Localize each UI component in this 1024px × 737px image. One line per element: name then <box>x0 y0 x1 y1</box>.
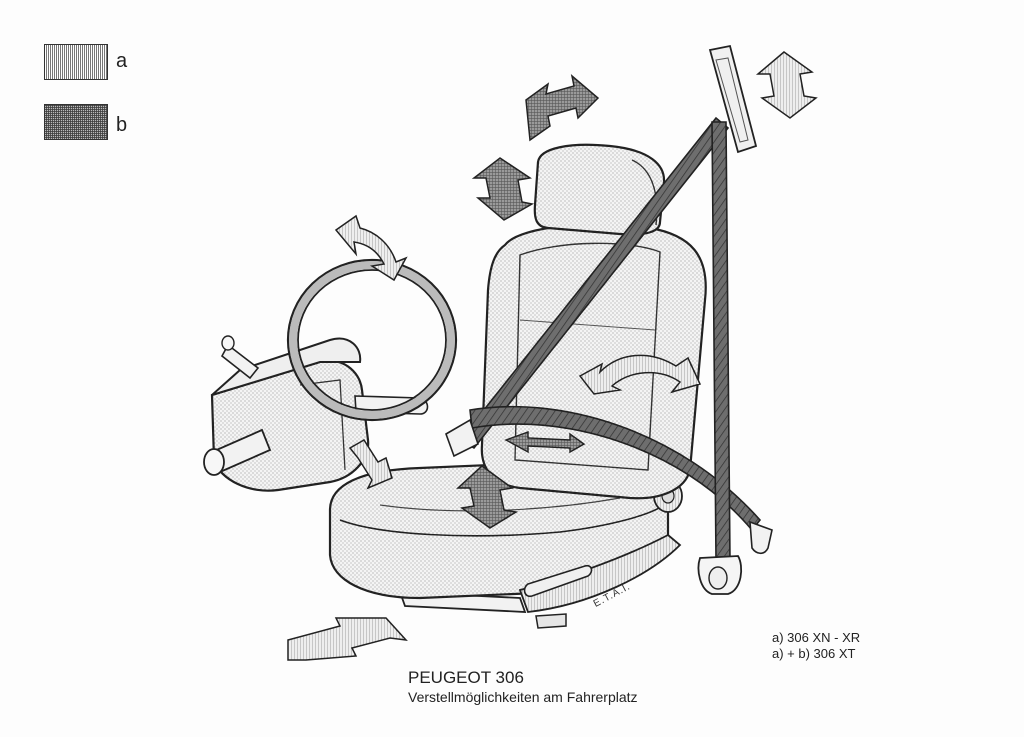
legend-swatch-b <box>44 104 108 140</box>
caption-subtitle: Verstellmöglichkeiten am Fahrerplatz <box>408 689 638 705</box>
seat-adjust-lever <box>523 564 593 598</box>
model-line-ab: a) + b) 306 XT <box>772 646 856 661</box>
arrow-headrest-height <box>471 157 535 221</box>
arrow-backrest-recline <box>578 354 702 395</box>
belt-buckle <box>445 418 479 458</box>
legend-swatch-a <box>44 44 108 80</box>
arrow-belt-height <box>755 51 818 119</box>
belt-anchor <box>749 520 773 555</box>
steering-wheel <box>286 258 458 422</box>
arrow-wheel-tilt <box>334 214 408 282</box>
figure-caption: PEUGEOT 306 Verstellmöglichkeiten am Fah… <box>408 668 638 706</box>
belt-retractor <box>697 555 743 595</box>
arrow-lumbar <box>504 431 586 454</box>
arrow-seat-height <box>456 465 519 529</box>
belt-height-adjuster <box>708 44 758 154</box>
headrest <box>533 143 666 236</box>
steering-column <box>203 335 429 492</box>
caption-title: PEUGEOT 306 <box>408 668 524 687</box>
model-legend-text: a) 306 XN - XR a) + b) 306 XT <box>772 630 860 662</box>
legend-label-a: a <box>116 50 128 72</box>
column-shaft <box>203 428 272 476</box>
legend-label-b: b <box>116 114 128 136</box>
arrow-seat-slide <box>287 617 408 661</box>
seat-belt <box>445 44 773 595</box>
model-line-a: a) 306 XN - XR <box>772 630 861 645</box>
arrow-headrest-fore-aft <box>525 74 600 142</box>
arrow-column-reach <box>348 438 393 490</box>
stalk-upper <box>220 335 260 380</box>
